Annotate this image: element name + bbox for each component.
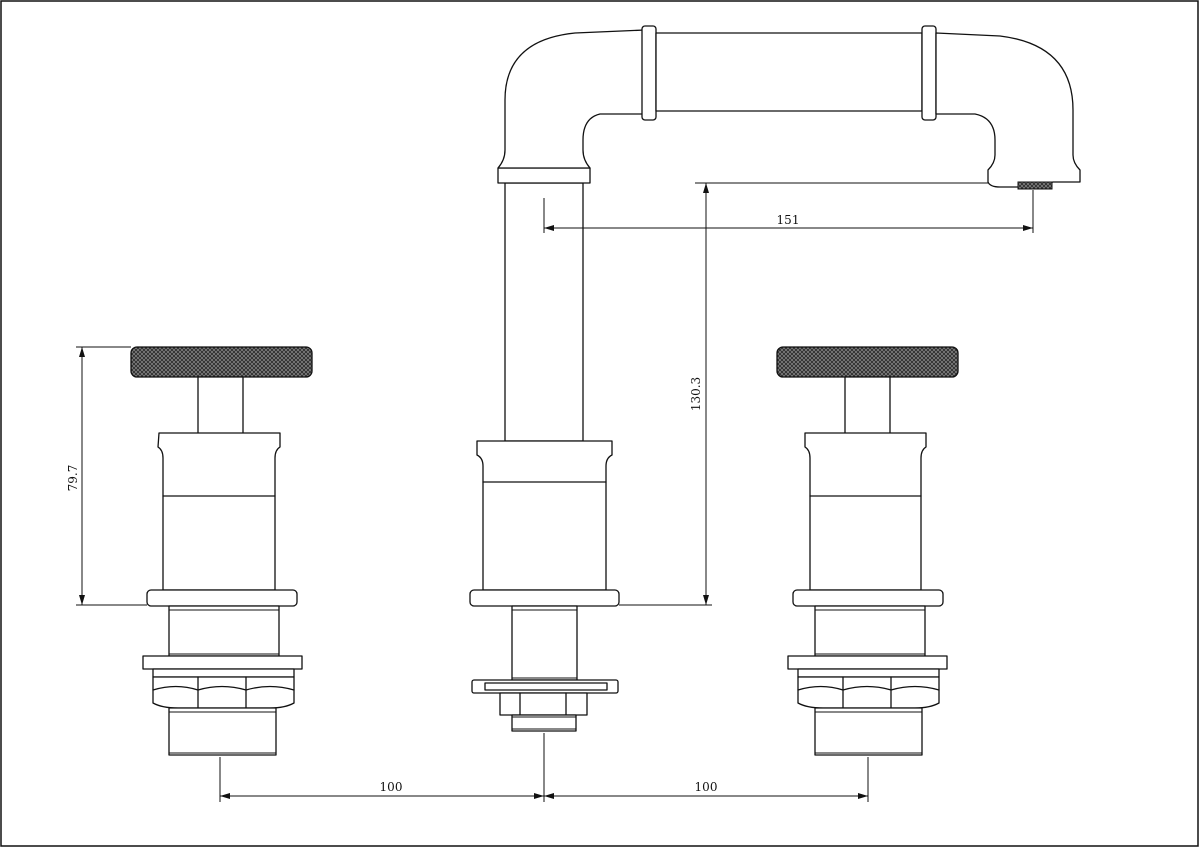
spout-height-label: 130.3 (689, 377, 703, 411)
left-handle-wheel (130, 346, 313, 378)
dimension-spacing: 100 100 (219, 733, 869, 802)
right-spacing-label: 100 (695, 780, 718, 794)
spout-aerator (1017, 181, 1053, 190)
spout-reach-label: 151 (777, 213, 800, 227)
right-valve (776, 346, 959, 756)
center-spout (469, 25, 1081, 732)
dimension-handle-height: 79.7 (66, 346, 147, 606)
dimension-spout-height: 130.3 (619, 182, 988, 606)
right-handle-wheel (776, 346, 959, 378)
dimension-spout-reach: 151 (543, 190, 1034, 233)
left-spacing-label: 100 (380, 780, 403, 794)
handle-height-label: 79.7 (66, 465, 80, 492)
left-valve (130, 346, 313, 756)
